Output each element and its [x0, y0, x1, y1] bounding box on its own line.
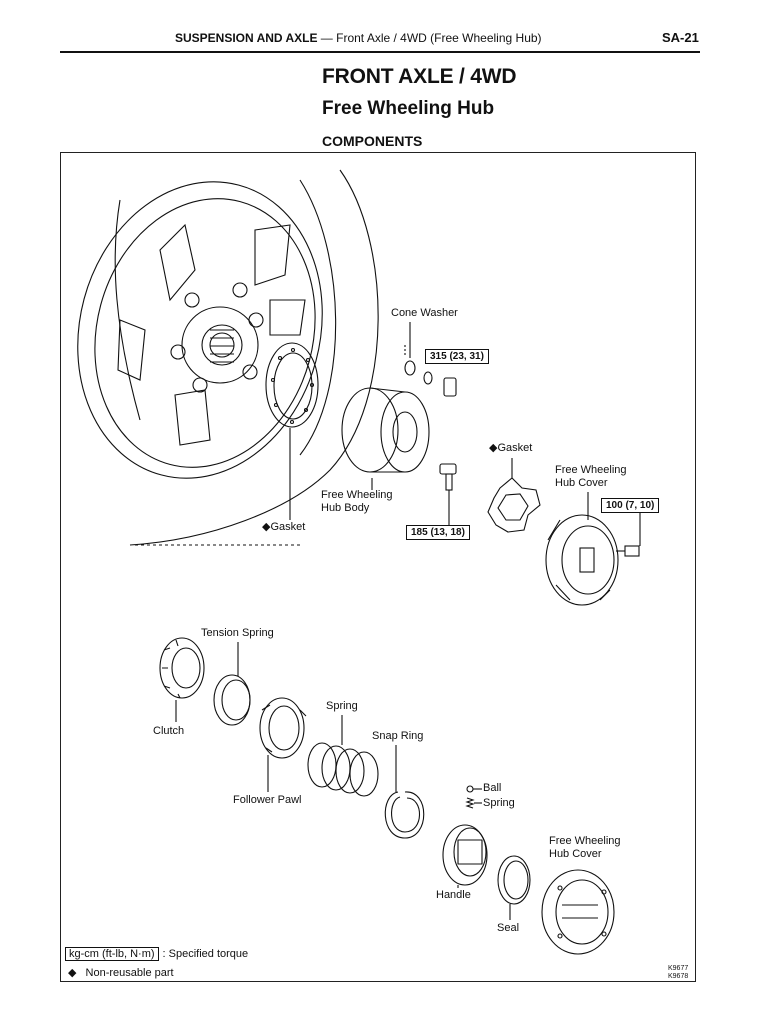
legend-torque-unit: kg-cm (ft-lb, N·m): [65, 947, 159, 961]
label-cone-washer: Cone Washer: [391, 307, 458, 319]
label-snap-ring: Snap Ring: [372, 730, 424, 742]
hub-body-bolt-illustration: [439, 463, 457, 525]
handle-illustration: [442, 824, 488, 888]
label-gasket-upper: ◆Gasket: [489, 442, 533, 454]
figure-ref-1: K9677: [668, 965, 689, 972]
page-title: FRONT AXLE / 4WD: [322, 65, 517, 88]
label-spring: Spring: [326, 700, 358, 712]
non-reusable-diamond-icon: ◆: [68, 967, 77, 979]
label-hub-cover-lower-line1: Free Wheeling: [549, 835, 621, 847]
legend-non-reusable: ◆ Non-reusable part: [68, 966, 174, 979]
label-hub-cover-upper-line2: Hub Cover: [555, 477, 608, 489]
wheel-illustration: [77, 169, 379, 546]
label-ball: Ball: [483, 782, 502, 794]
label-gasket-lower: ◆Gasket: [262, 521, 306, 533]
header-section-rest: — Front Axle / 4WD (Free Wheeling Hub): [317, 31, 542, 45]
ball-spring-illustration: [465, 785, 482, 809]
label-hub-cover-upper-line1: Free Wheeling: [555, 464, 627, 476]
legend-torque: kg-cm (ft-lb, N·m): Specified torque: [65, 947, 249, 961]
follower-pawl-illustration: [259, 697, 307, 792]
spring-illustration: [307, 715, 379, 797]
page-number: SA-21: [662, 30, 699, 45]
page-subtitle: Free Wheeling Hub: [322, 98, 495, 119]
clutch-illustration: [159, 637, 205, 722]
gasket-lower-illustration: [265, 342, 319, 520]
label-hub-body-line1: Free Wheeling: [321, 489, 393, 501]
label-hub-cover-lower-line2: Hub Cover: [549, 848, 602, 860]
legend-torque-text: : Specified torque: [162, 948, 249, 960]
label-clutch: Clutch: [153, 725, 185, 737]
label-hub-body-line2: Hub Body: [321, 502, 370, 514]
seal-illustration: [497, 855, 531, 920]
torque-hub-cover-bolt: 100 (7, 10): [601, 498, 660, 513]
label-spring-small: Spring: [483, 797, 515, 809]
tension-spring-illustration: [213, 642, 251, 726]
legend-non-reusable-text: Non-reusable part: [85, 967, 174, 979]
cone-washer-illustration: [404, 322, 457, 397]
components-figure-frame: [60, 152, 696, 982]
figure-ref-2: K9678: [668, 973, 689, 980]
header-rule: [60, 51, 700, 53]
torque-hub-body-bolt: 185 (13, 18): [406, 525, 470, 540]
hub-cover-lower-illustration: [541, 869, 615, 955]
running-header: SUSPENSION AND AXLE — Front Axle / 4WD (…: [175, 31, 542, 45]
hub-cover-upper-illustration: [545, 492, 641, 606]
figure-reference: K9677 K9678: [668, 965, 688, 981]
label-seal: Seal: [497, 922, 520, 934]
header-section-bold: SUSPENSION AND AXLE: [175, 31, 318, 45]
section-title: COMPONENTS: [322, 133, 423, 149]
snap-ring-illustration: [384, 745, 425, 839]
torque-cone-washer-nut: 315 (23, 31): [425, 349, 489, 364]
label-handle: Handle: [436, 889, 471, 901]
hub-body-illustration: [341, 387, 430, 490]
label-follower-pawl: Follower Pawl: [233, 794, 302, 806]
label-tension-spring: Tension Spring: [201, 627, 274, 639]
gasket-upper-illustration: [487, 458, 541, 533]
